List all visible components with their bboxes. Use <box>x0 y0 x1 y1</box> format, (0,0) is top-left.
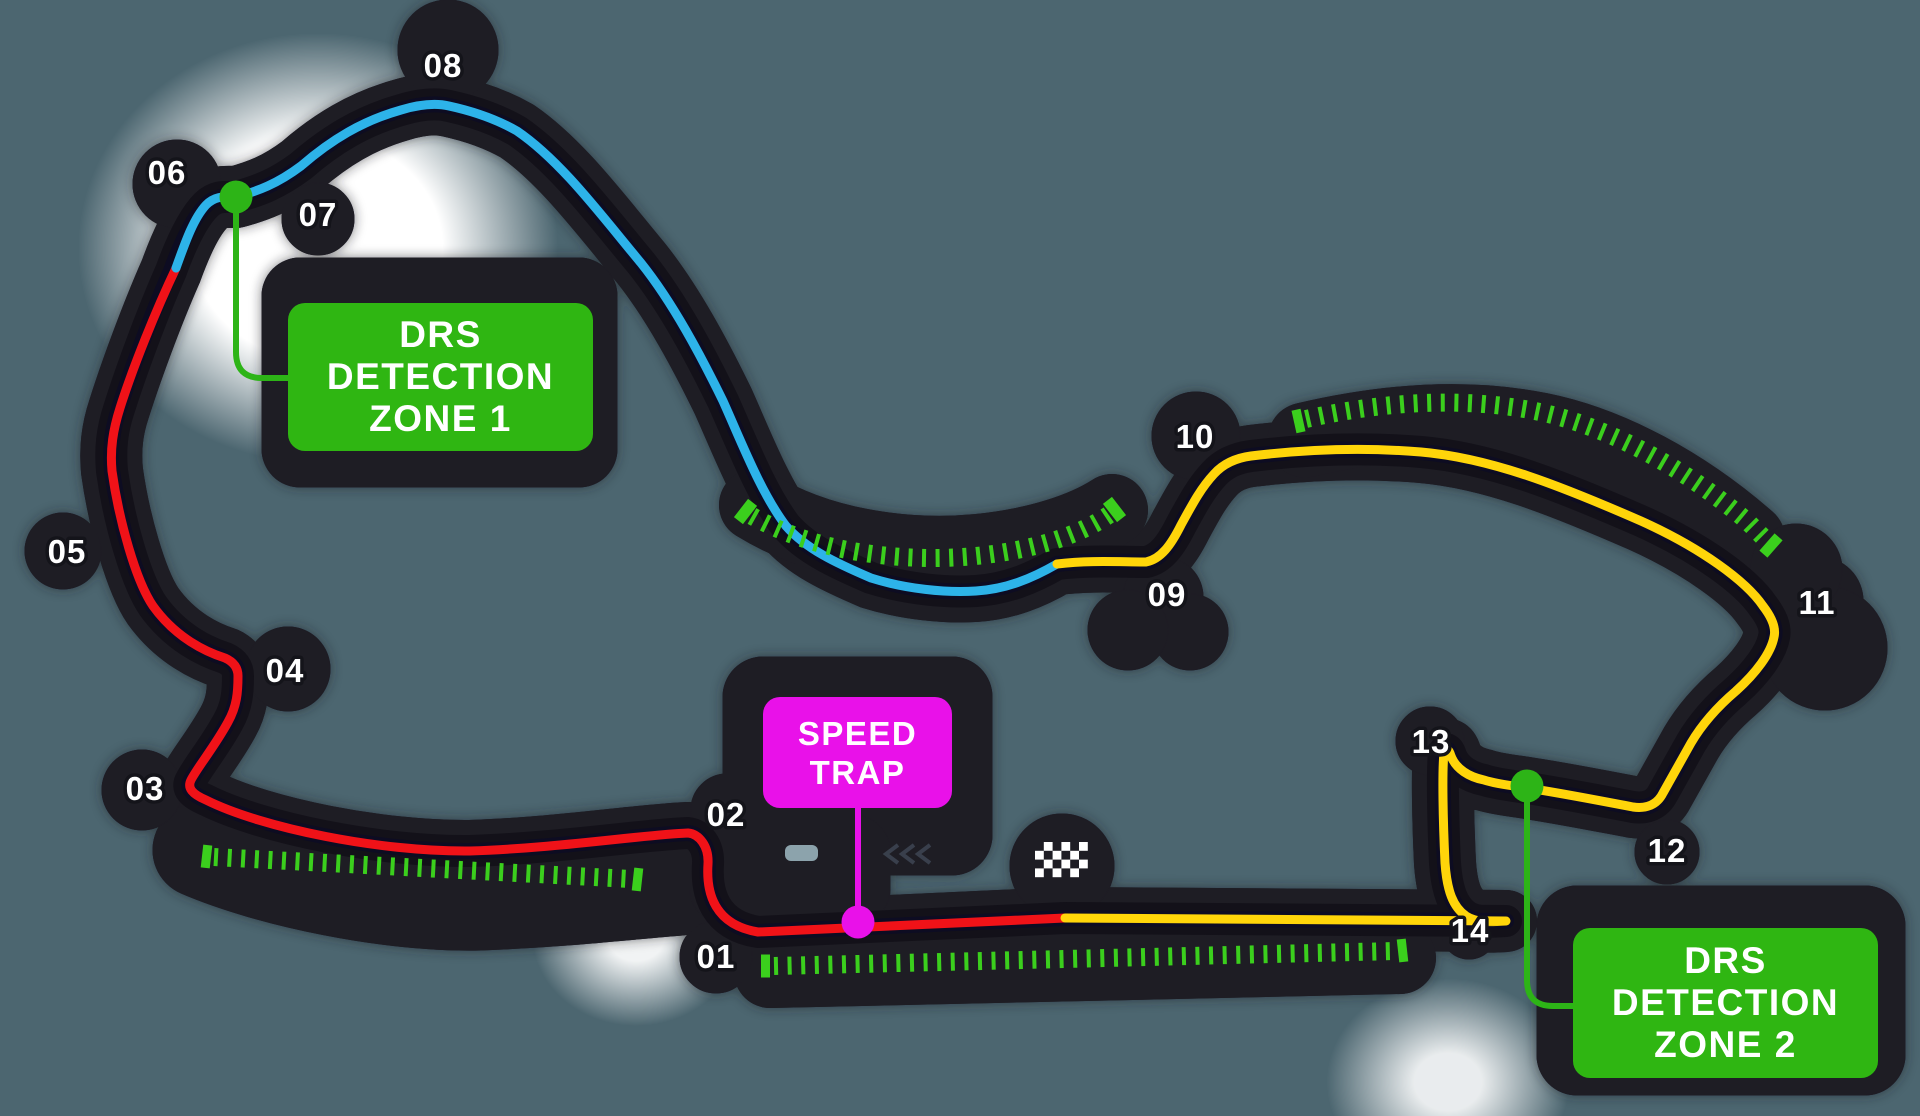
direction-chevrons-icon <box>882 843 932 865</box>
speed-trap-line-2: TRAP <box>809 753 906 791</box>
corner-labels: 01 02 03 04 05 06 07 08 09 10 11 12 13 1… <box>44 44 1838 979</box>
corner-label-05: 05 <box>48 533 87 570</box>
corner-label-06: 06 <box>148 154 187 191</box>
speed-trap-marker <box>841 806 875 939</box>
corner-label-09: 09 <box>1148 576 1187 613</box>
drs-detection-point-1 <box>219 180 253 214</box>
track-sector2-blue-line <box>171 99 1062 596</box>
track-sector3-yellow-line <box>1052 444 1780 927</box>
drs-detection-markers <box>219 180 1576 1009</box>
corner-label-13: 13 <box>1412 723 1451 760</box>
drs-zone-1-line-2: DETECTION <box>326 356 555 397</box>
pit-building-icon <box>785 845 818 861</box>
corner-label-08: 08 <box>424 47 463 84</box>
corner-label-11: 11 <box>1799 584 1836 621</box>
drs-zone-dash-strip-1 <box>747 506 1116 567</box>
drs-zone-dashes <box>200 393 1783 978</box>
speed-trap-point <box>841 905 875 939</box>
drs-zone-dash-strip-3 <box>773 942 1397 975</box>
corner-label-04: 04 <box>266 652 305 689</box>
drs-detection-2-connector <box>1524 802 1576 1009</box>
corner-label-07: 07 <box>299 196 338 233</box>
corner-label-02: 02 <box>707 796 746 833</box>
corner-label-14: 14 <box>1451 912 1490 949</box>
track-sector1-red-line <box>106 263 1070 937</box>
corner-label-03: 03 <box>126 770 165 807</box>
drs-zone-2-line-1: DRS <box>1684 940 1767 981</box>
speed-trap-box: SPEED TRAP <box>763 697 952 808</box>
drs-zone-dash-strip-4 <box>213 848 632 888</box>
drs-detection-zone-2-box: DRS DETECTION ZONE 2 <box>1573 928 1878 1078</box>
drs-zone-1-line-3: ZONE 1 <box>369 398 512 439</box>
corner-label-12: 12 <box>1648 832 1687 869</box>
speed-trap-line-1: SPEED <box>797 714 918 752</box>
corner-label-01: 01 <box>697 938 736 975</box>
drs-detection-1-connector <box>233 213 290 381</box>
drs-detection-zone-1-box: DRS DETECTION ZONE 1 <box>288 303 593 451</box>
drs-detection-point-2 <box>1510 769 1544 803</box>
drs-zone-2-line-3: ZONE 2 <box>1654 1024 1797 1065</box>
drs-zone-2-line-2: DETECTION <box>1611 982 1840 1023</box>
drs-zone-1-line-1: DRS <box>399 314 482 355</box>
checkered-flag-icon <box>1035 842 1088 878</box>
corner-label-10: 10 <box>1176 418 1215 455</box>
